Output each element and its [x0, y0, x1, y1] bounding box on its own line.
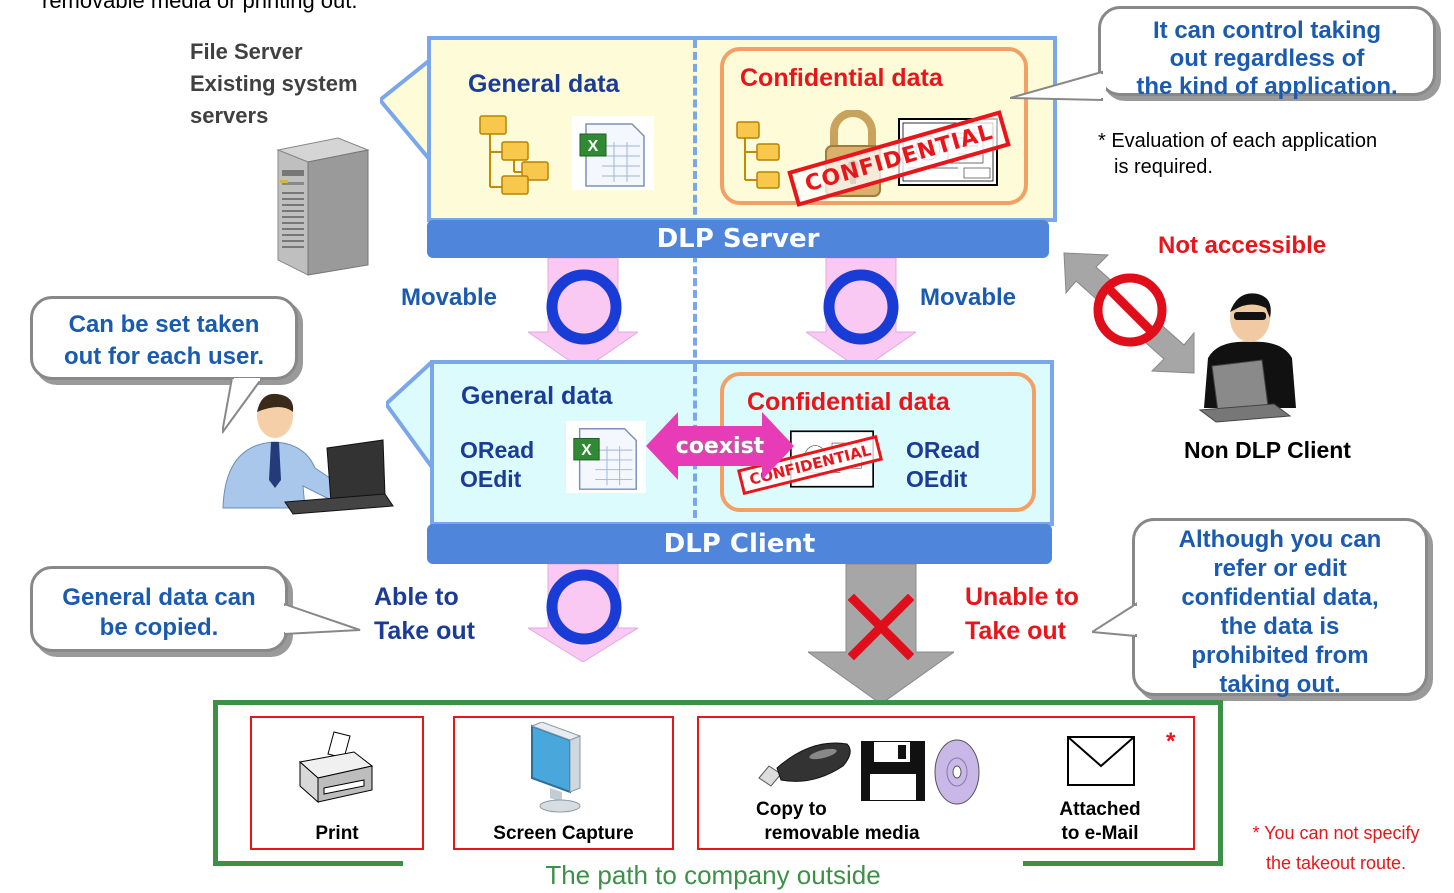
- svg-text:X: X: [588, 138, 599, 155]
- takeout-note-line: * You can not specify: [1252, 823, 1420, 843]
- dlp-client-bar: DLP Client: [427, 524, 1052, 564]
- client-general-label: General data: [461, 382, 613, 410]
- print-label: Print: [315, 823, 359, 844]
- unable-take-out-line: Take out: [965, 617, 1066, 645]
- takeout-note: * You can not specify the takeout route.: [1236, 818, 1436, 878]
- server-label-line: File Server: [190, 39, 303, 64]
- callout-line: prohibited from: [1191, 642, 1369, 669]
- circle-icon: O: [460, 466, 478, 492]
- movable-right-label: Movable: [920, 284, 1017, 311]
- excel-file-icon: X: [566, 420, 646, 499]
- read-label: Read: [923, 437, 981, 463]
- server-label-line: servers: [190, 103, 269, 128]
- unable-arrow: [808, 564, 954, 704]
- evaluation-note: * Evaluation of each application is requ…: [1098, 128, 1377, 180]
- read-label: Read: [477, 437, 535, 463]
- circle-icon: O: [460, 437, 478, 463]
- unable-take-out-line: Unable to: [965, 583, 1079, 611]
- server-general-label: General data: [468, 70, 620, 98]
- able-take-out-line: Able to: [374, 583, 459, 611]
- per-user-callout-tail: [222, 378, 264, 434]
- ok-circle-icon: [543, 566, 625, 653]
- callout-line: the kind of application.: [1136, 73, 1398, 100]
- control-callout: It can control taking out regardless of …: [1098, 6, 1436, 100]
- not-accessible-label: Not accessible: [1158, 232, 1327, 259]
- callout-line: out for each user.: [63, 343, 265, 370]
- excel-file-icon: X: [572, 116, 654, 195]
- able-take-out-line: Take out: [374, 617, 475, 645]
- evaluation-note-line: is required.: [1114, 156, 1213, 178]
- server-label-line: Existing system: [190, 71, 358, 96]
- prohibited-callout-tail: [1092, 602, 1140, 638]
- circle-icon: O: [906, 437, 924, 463]
- printer-icon: [294, 730, 376, 811]
- coexist-label: coexist: [675, 434, 765, 459]
- prohibit-icon: [1092, 272, 1168, 353]
- envelope-icon: [1067, 736, 1135, 791]
- copied-callout: General data can be copied.: [30, 566, 288, 652]
- unable-take-out-label: Unable to Take out: [965, 580, 1079, 648]
- client-general-permissions: ORead OEdit: [460, 436, 534, 494]
- ok-circle-icon: [820, 266, 902, 353]
- cross-icon: [847, 593, 915, 665]
- cd-icon: [932, 738, 982, 811]
- copy-media-line: Copy to: [756, 799, 827, 820]
- copy-media-line: removable media: [764, 823, 920, 844]
- circle-icon: O: [906, 466, 924, 492]
- edit-label: Edit: [923, 466, 968, 492]
- server-icon: [268, 130, 378, 285]
- client-confidential-label: Confidential data: [747, 388, 950, 416]
- callout-line: out regardless of: [1169, 45, 1365, 72]
- folder-tree-icon: [478, 112, 558, 202]
- callout-line: refer or edit: [1213, 555, 1347, 582]
- evaluation-note-line: * Evaluation of each application: [1098, 130, 1378, 152]
- callout-line: It can control taking: [1152, 17, 1382, 44]
- callout-line: be copied.: [99, 614, 219, 641]
- frame-bottom-right: [1023, 861, 1218, 866]
- floppy-icon: [860, 740, 926, 807]
- email-label: Attached to e-Mail: [1048, 798, 1152, 846]
- dashed-divider: [693, 40, 697, 560]
- callout-line: Although you can: [1178, 526, 1382, 553]
- folder-tree-icon: [735, 118, 795, 195]
- control-callout-tail: [1010, 70, 1106, 102]
- prohibited-callout: Although you can refer or edit confident…: [1132, 518, 1428, 698]
- server-label: File Server Existing system servers: [190, 36, 358, 132]
- asterisk-mark: *: [1166, 728, 1176, 755]
- server-confidential-label: Confidential data: [740, 64, 943, 92]
- callout-line: confidential data,: [1181, 584, 1379, 611]
- monitor-icon: [524, 721, 596, 819]
- able-take-out-label: Able to Take out: [374, 580, 475, 648]
- hacker-icon: [1198, 288, 1300, 428]
- intro-text: removable media or printing out.: [42, 0, 358, 13]
- non-dlp-client-label: Non DLP Client: [1184, 437, 1351, 463]
- copy-media-label: Copy to removable media: [744, 798, 940, 846]
- ok-circle-icon: [543, 266, 625, 353]
- path-label: The path to company outside: [545, 860, 881, 890]
- email-line: Attached: [1059, 799, 1141, 820]
- svg-text:X: X: [581, 442, 592, 459]
- callout-line: taking out.: [1219, 671, 1341, 698]
- coexist-arrow: [646, 412, 794, 480]
- callout-line: General data can: [62, 584, 256, 611]
- email-line: to e-Mail: [1061, 823, 1139, 844]
- copied-callout-tail: [284, 602, 361, 636]
- per-user-callout: Can be set taken out for each user.: [30, 296, 298, 380]
- takeout-note-line: the takeout route.: [1265, 853, 1407, 873]
- outside-path-frame: [213, 700, 1223, 866]
- edit-label: Edit: [477, 466, 522, 492]
- usb-icon: [757, 736, 855, 797]
- dlp-server-bar: DLP Server: [427, 220, 1049, 258]
- movable-left-label: Movable: [401, 284, 498, 311]
- callout-line: the data is: [1220, 613, 1340, 640]
- callout-line: Can be set taken: [68, 311, 260, 338]
- screen-capture-label: Screen Capture: [493, 823, 634, 844]
- frame-bottom-left: [213, 861, 403, 866]
- client-confidential-permissions: ORead OEdit: [906, 436, 980, 494]
- user-icon: [215, 388, 395, 523]
